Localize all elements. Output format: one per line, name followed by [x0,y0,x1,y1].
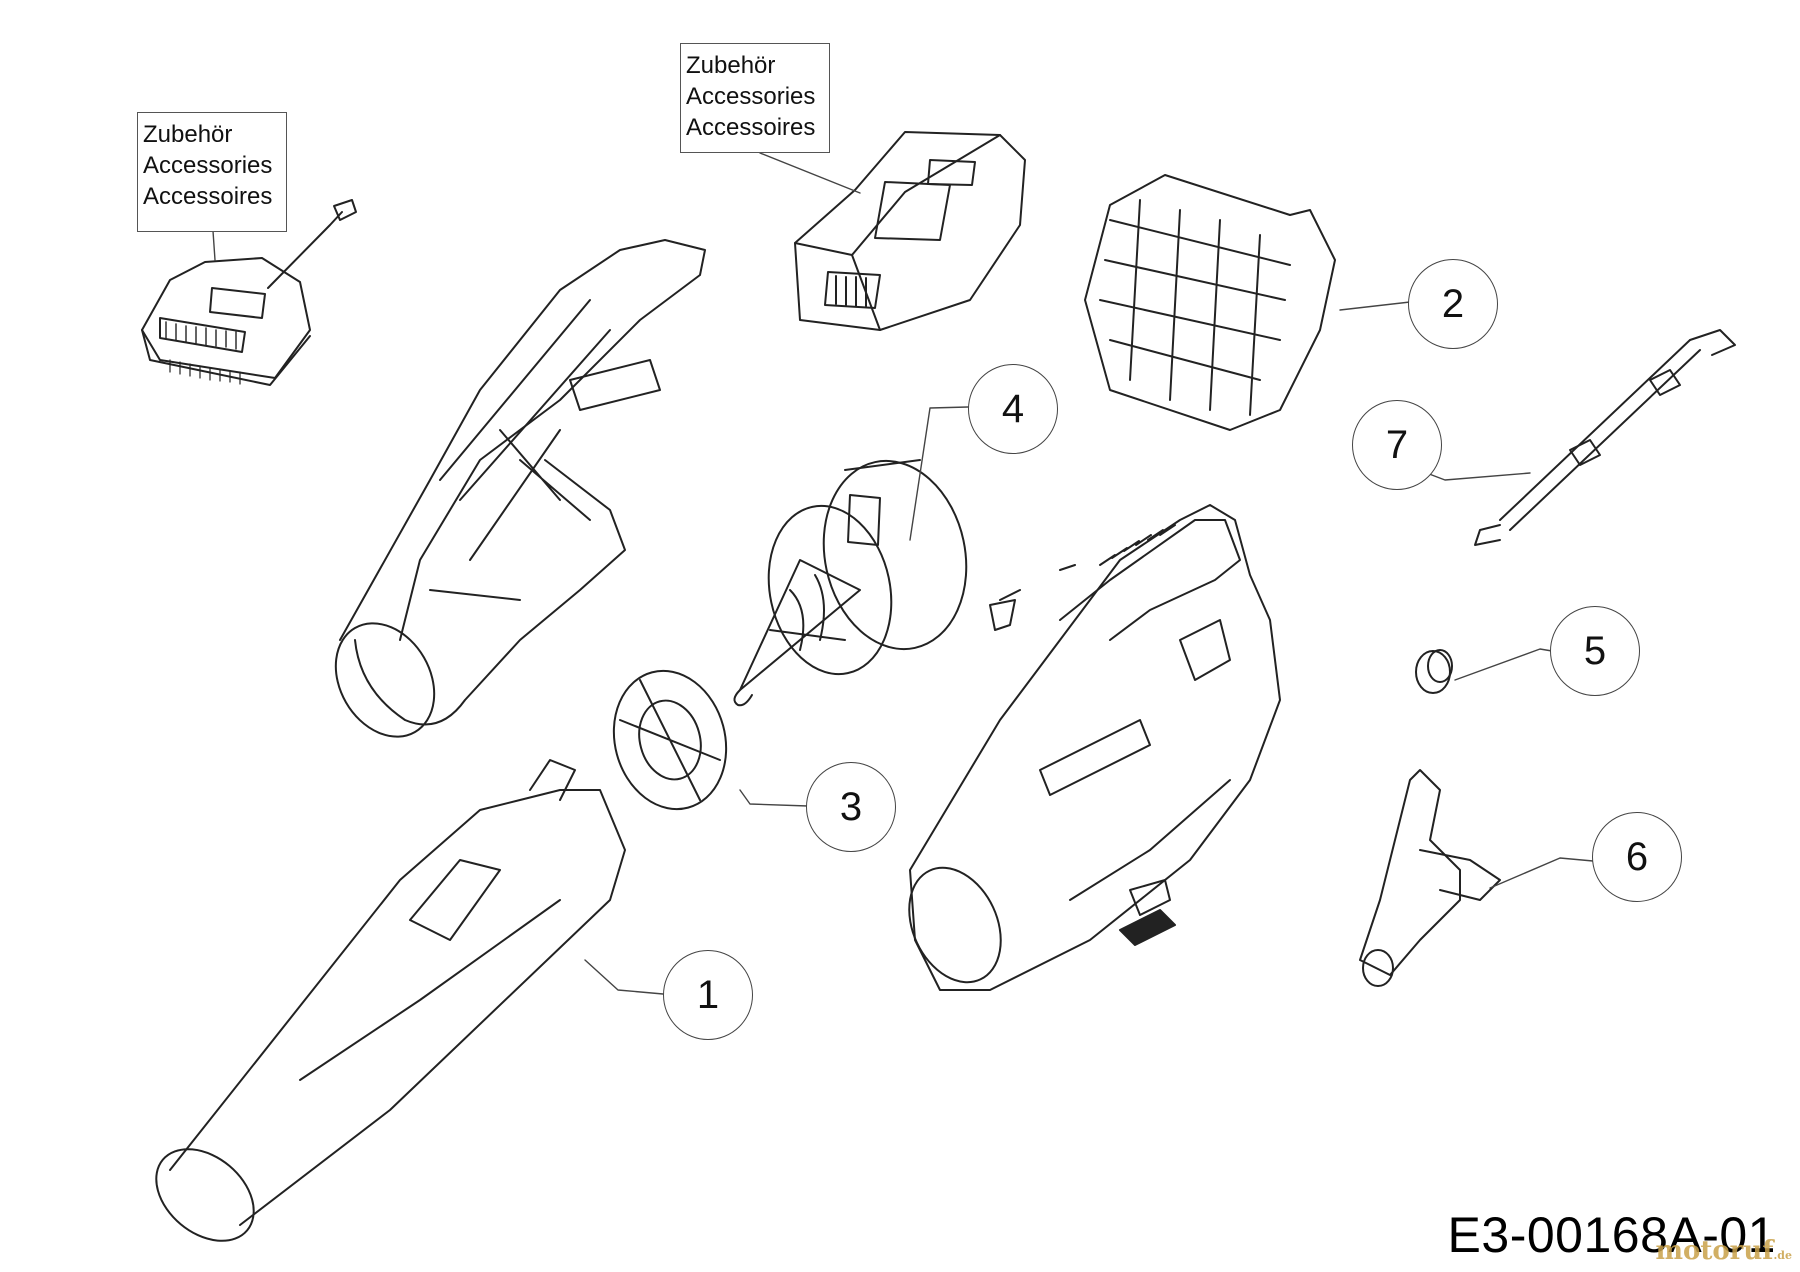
accessory-label-line: Accessories [686,83,816,110]
callout-part-3: 3 [806,762,896,852]
switch-assembly-illustration [1359,769,1501,987]
watermark-logo: motoruf.de [1655,1236,1792,1266]
motor-housing-illustration [908,504,1281,991]
callout-part-4: 4 [968,364,1058,454]
watermark-text: motoruf [1655,1236,1774,1266]
callout-part-2: 2 [1408,259,1498,349]
accessory-label-line: Zubehör [686,52,776,79]
callout-part-7: 7 [1352,400,1442,490]
accessory-label-line: Accessoires [686,114,816,141]
blower-tube-illustration [155,759,626,1242]
drawing-code: E3-00168A-01 [1447,1207,1776,1263]
accessory-label-line: Accessoires [143,183,273,210]
fan-assembly-illustration [733,459,968,707]
accessory-label-line: Accessories [143,152,273,179]
callout-part-1: 1 [663,950,753,1040]
callout-part-6: 6 [1592,812,1682,902]
accessory-label-line: Zubehör [143,121,233,148]
shoulder-strap-illustration [1474,329,1736,546]
battery-pack-illustration [794,131,1026,331]
rear-cover-illustration [1084,174,1336,431]
accessory-label-charger: Zubehör Accessories Accessoires [137,112,287,232]
callout-part-5: 5 [1550,606,1640,696]
housing-half-illustration [334,239,706,738]
watermark-suffix: .de [1773,1249,1792,1262]
knob-illustration [1415,649,1453,694]
charger-illustration [141,199,357,386]
leader-lines [212,152,1594,995]
accessory-label-battery: Zubehör Accessories Accessoires [680,43,830,153]
intake-grille-illustration [612,669,728,811]
